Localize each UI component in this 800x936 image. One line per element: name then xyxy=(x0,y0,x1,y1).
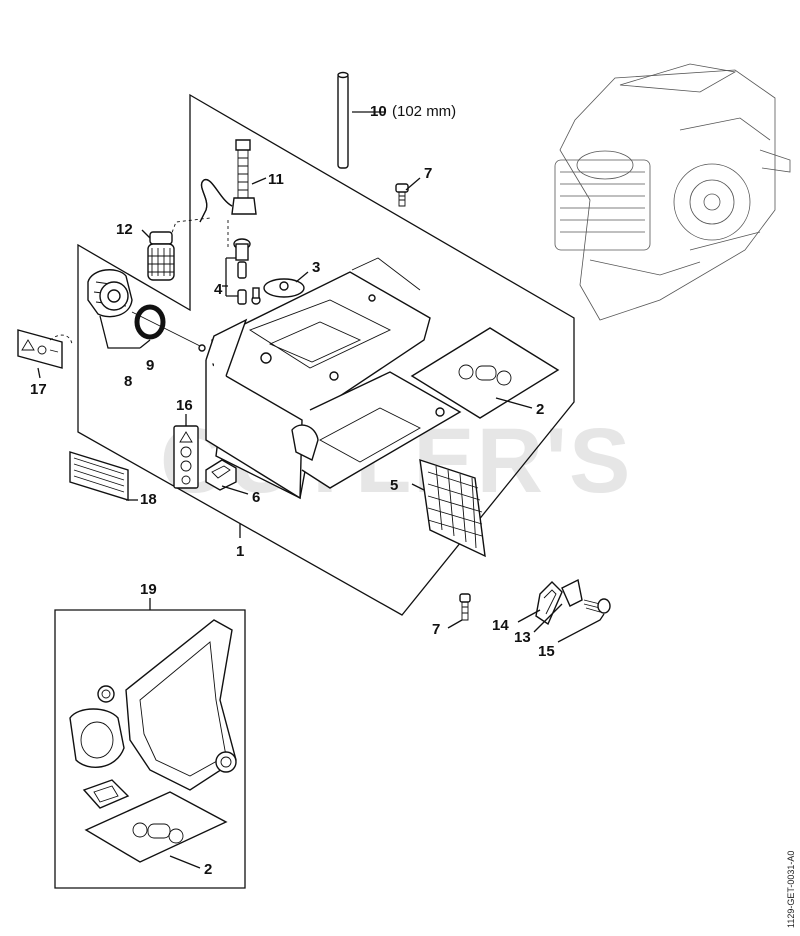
callout-15: 15 xyxy=(538,643,555,660)
callout-18: 18 xyxy=(140,491,157,508)
part-18-grille xyxy=(69,451,129,501)
callout-7-bottom: 7 xyxy=(432,621,440,638)
part-10-tube xyxy=(337,71,349,169)
part-13-clip xyxy=(561,578,583,607)
part-4-valve xyxy=(225,238,261,305)
part-2-gasket-top xyxy=(410,327,560,419)
part-7-screw-top xyxy=(395,183,409,207)
drawing-code: 1129-GET-0031-A0 xyxy=(786,851,796,928)
callout-11: 11 xyxy=(268,171,284,188)
part-12-pickup-filter xyxy=(147,231,175,281)
part-17-label xyxy=(17,329,63,369)
leader-lines xyxy=(37,111,605,869)
callout-10: 10 xyxy=(370,103,387,120)
callout-7-top: 7 xyxy=(424,165,432,182)
part-11-oil-hose xyxy=(199,139,257,223)
part-9-o-ring xyxy=(134,304,166,340)
callout-19: 19 xyxy=(140,581,157,598)
callout-9: 9 xyxy=(146,357,154,374)
part-6-block xyxy=(205,459,237,491)
callout-10-note: (102 mm) xyxy=(392,103,456,120)
callout-5: 5 xyxy=(390,477,398,494)
engine-reference-drawing xyxy=(554,63,791,321)
part-7-screw-bottom xyxy=(459,593,471,621)
callout-14: 14 xyxy=(492,617,509,634)
part-19-gasket-set xyxy=(69,619,237,863)
part-5-plate xyxy=(419,458,486,558)
callout-8: 8 xyxy=(124,373,132,390)
callout-2-top: 2 xyxy=(536,401,544,418)
callout-12: 12 xyxy=(116,221,133,238)
part-16-label xyxy=(173,425,199,489)
callout-1: 1 xyxy=(236,543,244,560)
callout-4: 4 xyxy=(214,281,223,298)
callout-2-bottom: 2 xyxy=(204,861,212,878)
callout-17: 17 xyxy=(30,381,47,398)
callout-3: 3 xyxy=(312,259,320,276)
part-8-oil-pump xyxy=(87,269,133,318)
part-1-housing xyxy=(205,257,462,500)
kit-19-outline xyxy=(54,609,246,889)
part-3-disc xyxy=(263,278,305,298)
part-15-screw xyxy=(583,598,611,614)
kit-1-outline xyxy=(77,93,575,616)
callout-16: 16 xyxy=(176,397,193,414)
callout-13: 13 xyxy=(514,629,531,646)
callout-6: 6 xyxy=(252,489,260,506)
